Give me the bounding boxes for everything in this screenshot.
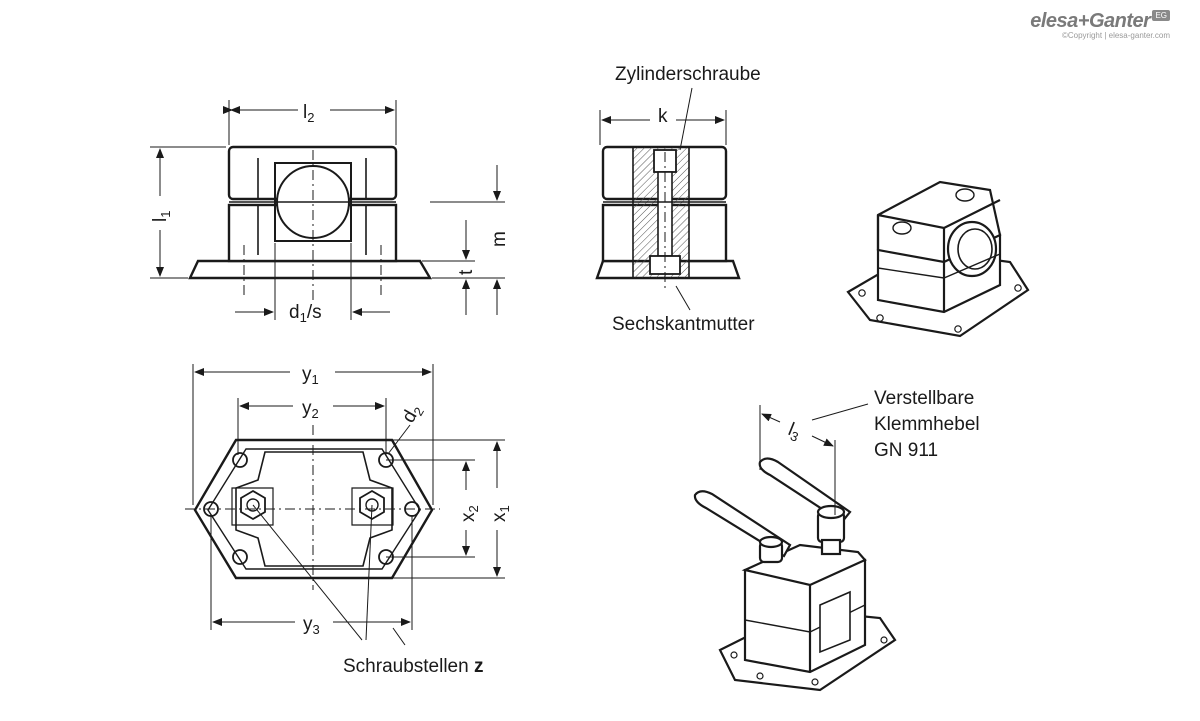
iso-view-clamp xyxy=(846,180,1030,338)
label-zylinderschraube: Zylinderschraube xyxy=(615,64,761,85)
top-view-dimensions xyxy=(192,364,505,646)
iso-view-lever-clamp xyxy=(693,457,897,692)
iso-lever-dimensions xyxy=(759,403,869,515)
dim-k: k xyxy=(658,106,668,127)
front-view-centerlines xyxy=(243,150,382,300)
dim-x2: x2 xyxy=(458,505,481,522)
dim-d1s: d1/s xyxy=(289,302,322,325)
dim-d2: d2 xyxy=(398,401,427,428)
dim-y1: y1 xyxy=(302,364,319,387)
section-view-dimensions xyxy=(599,87,727,311)
front-view-dimensions xyxy=(150,100,505,320)
section-view xyxy=(595,145,741,280)
dim-x1: x1 xyxy=(489,505,512,522)
dim-y2: y2 xyxy=(302,398,319,421)
dim-l3: l3 xyxy=(784,419,803,445)
dim-m: m xyxy=(489,231,510,247)
brand-name: elesa+Ganter xyxy=(1030,10,1151,32)
dim-t: t xyxy=(456,269,477,275)
dim-y3: y3 xyxy=(303,614,320,637)
dim-l1: l1 xyxy=(150,211,173,222)
brand-badge: EG xyxy=(1152,10,1170,21)
top-view-centerlines xyxy=(185,425,440,590)
label-schraubstellen: Schraubstellen z xyxy=(343,656,483,677)
label-verstellbare: Verstellbare xyxy=(874,388,974,409)
dim-l2: l2 xyxy=(303,102,314,125)
front-view xyxy=(188,145,433,280)
label-klemmhebel: Klemmhebel xyxy=(874,414,980,435)
label-gn911: GN 911 xyxy=(874,440,938,461)
brand-copyright: ©Copyright | elesa-ganter.com xyxy=(1061,31,1170,40)
label-sechskantmutter: Sechskantmutter xyxy=(612,314,755,335)
